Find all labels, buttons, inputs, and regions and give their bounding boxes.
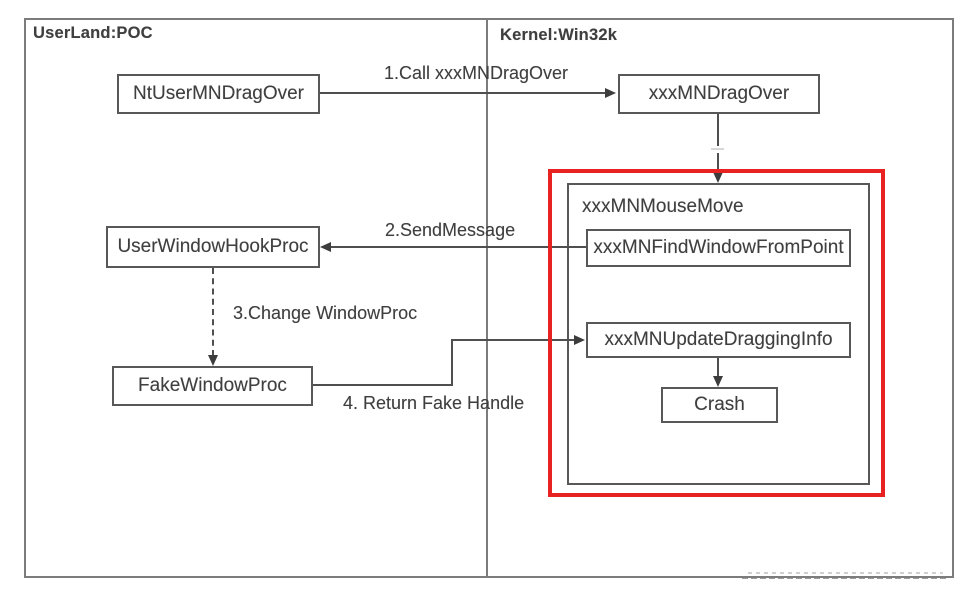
- edge-1-label: 1.Call xxxMNDragOver: [384, 63, 569, 83]
- edge-3-dashed-line: [212, 268, 214, 356]
- edge-2-line: [330, 246, 586, 248]
- container-label-xxxmnmousemove: xxxMNMouseMove: [582, 196, 744, 217]
- edge-gap-tick: [711, 148, 724, 150]
- node-userwindowhookproc: UserWindowHookProc: [106, 226, 320, 268]
- edge-2-arrowhead-icon: [320, 242, 331, 252]
- node-ntusermndragover: NtUserMNDragOver: [117, 74, 320, 114]
- edge-2-label: 2.SendMessage: [385, 220, 516, 240]
- watermark-marks: [742, 570, 947, 582]
- lane-title-userland: UserLand:POC: [33, 24, 153, 42]
- lane-divider: [486, 18, 488, 576]
- edge-drag-to-mousemove-line-b: [717, 153, 719, 171]
- edge-4-line-h1: [313, 384, 453, 386]
- edge-4-label: 4. Return Fake Handle: [343, 393, 525, 413]
- node-xxxmnfindwindowfrompoint: xxxMNFindWindowFromPoint: [586, 229, 851, 267]
- node-xxxmndragover: xxxMNDragOver: [618, 74, 820, 114]
- edge-drag-to-mousemove-arrowhead-icon: [713, 172, 723, 183]
- edge-drag-to-mousemove-line-a: [717, 114, 719, 146]
- lane-title-kernel: Kernel:Win32k: [500, 26, 618, 44]
- edge-4-line-h2: [451, 339, 575, 341]
- node-fakewindowproc: FakeWindowProc: [112, 366, 313, 406]
- edge-update-to-crash-line: [717, 358, 719, 378]
- edge-1-line: [320, 92, 606, 94]
- edge-update-to-crash-arrowhead-icon: [713, 376, 723, 387]
- edge-3-arrowhead-icon: [208, 355, 218, 366]
- node-xxxmnupdatedragginginfo: xxxMNUpdateDraggingInfo: [586, 322, 851, 358]
- edge-4-arrowhead-icon: [574, 335, 585, 345]
- edge-1-arrowhead-icon: [605, 88, 616, 98]
- node-crash: Crash: [661, 387, 778, 423]
- edge-4-line-v: [451, 339, 453, 386]
- edge-3-label: 3.Change WindowProc: [233, 303, 418, 323]
